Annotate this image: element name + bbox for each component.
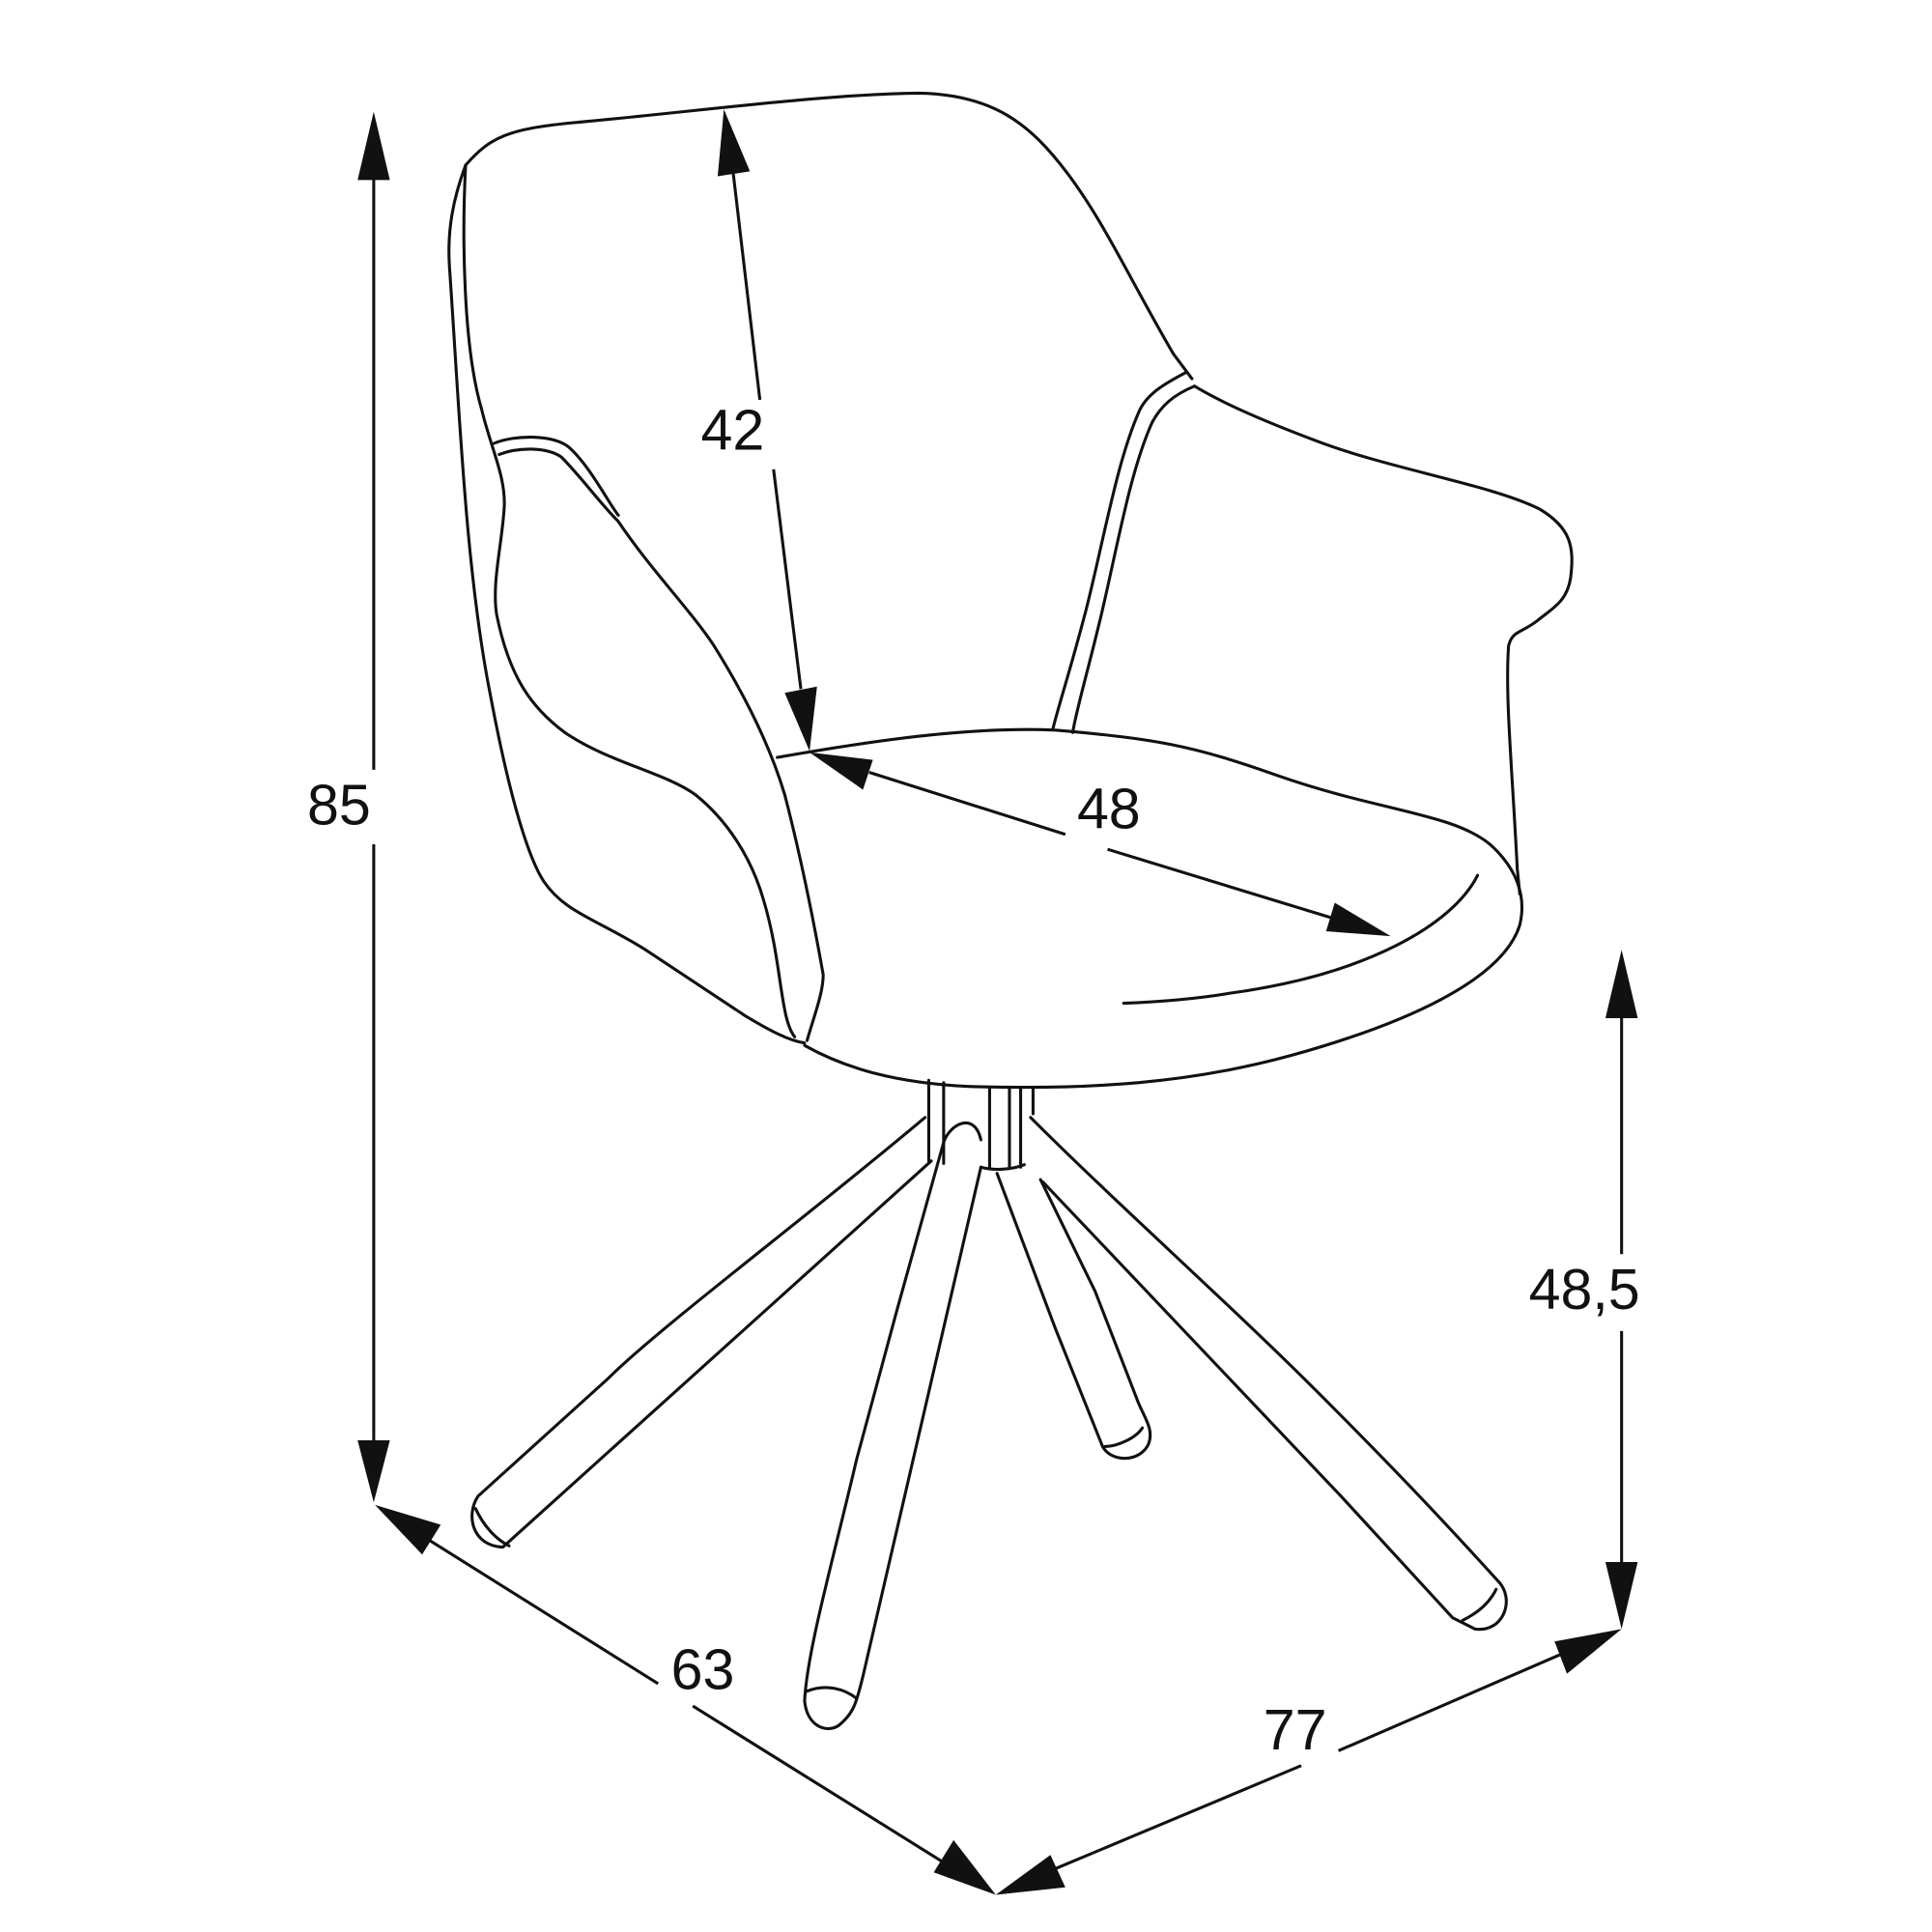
dimension-total-height: 85: [307, 111, 390, 1503]
dimension-seat-height: 48,5: [1529, 950, 1640, 1630]
label-backrest-height: 42: [700, 397, 764, 462]
dimension-depth: 63: [375, 1504, 996, 1895]
dimension-width: 77: [995, 1629, 1622, 1895]
label-seat-depth: 48: [1077, 777, 1141, 841]
chair-outline: [447, 91, 1574, 1090]
label-total-height: 85: [307, 773, 371, 838]
label-depth: 63: [671, 1636, 735, 1701]
dimension-backrest-height: 42: [700, 109, 817, 752]
label-width: 77: [1264, 1697, 1327, 1762]
label-seat-height: 48,5: [1529, 1257, 1640, 1321]
chair-base: [470, 1078, 1508, 1731]
dimension-seat-depth: 48: [810, 752, 1391, 937]
